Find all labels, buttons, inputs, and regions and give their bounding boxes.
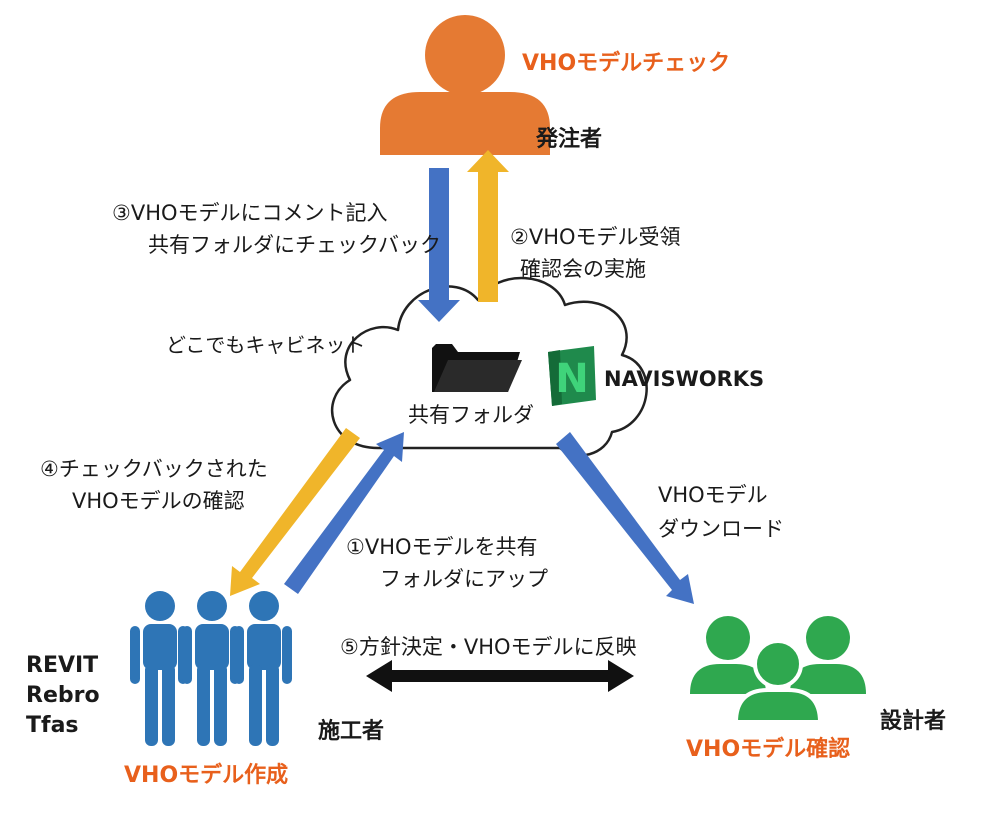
step2-line1: ②VHOモデル受領 — [510, 225, 681, 249]
shared-folder-label: 共有フォルダ — [408, 403, 534, 427]
step1-line1: ①VHOモデルを共有 — [346, 535, 538, 559]
step4-arrow — [230, 428, 360, 596]
navisworks-logo-icon: N — [548, 346, 596, 406]
folder-icon — [432, 344, 522, 392]
svg-text:N: N — [555, 356, 588, 402]
owner-role-label: VHOモデルチェック — [522, 51, 731, 76]
step3-line2: 共有フォルダにチェックバック — [148, 233, 441, 257]
step1-line2: フォルダにアップ — [380, 567, 548, 591]
step3-arrow — [418, 168, 460, 322]
designer-people-icon — [690, 616, 866, 724]
step4-line2: VHOモデルの確認 — [72, 489, 245, 513]
tool-tfas: Tfas — [26, 713, 79, 738]
step3-line1: ③VHOモデルにコメント記入 — [112, 201, 388, 225]
cloud-service-name: どこでもキャビネット — [166, 333, 366, 357]
download-arrow — [556, 432, 694, 604]
step2-arrow — [467, 150, 509, 302]
navisworks-label: NAVISWORKS — [604, 367, 765, 391]
tool-revit: REVIT — [26, 653, 99, 678]
step4-line1: ④チェックバックされた — [40, 457, 268, 481]
download-line2: ダウンロード — [658, 517, 784, 541]
contractor-people-icon — [130, 591, 292, 746]
step2-line2: 確認会の実施 — [520, 257, 646, 281]
step5-double-arrow — [366, 660, 634, 692]
contractor-name: 施工者 — [318, 719, 385, 744]
owner-person-icon — [380, 15, 550, 155]
owner-name: 発注者 — [536, 127, 603, 152]
tool-rebro: Rebro — [26, 683, 100, 708]
download-line1: VHOモデル — [658, 483, 768, 507]
step5-label: ⑤方針決定・VHOモデルに反映 — [340, 635, 637, 659]
designer-role-label: VHOモデル確認 — [686, 737, 851, 762]
step1-arrow — [284, 432, 404, 594]
designer-name: 設計者 — [880, 709, 947, 734]
contractor-role-label: VHOモデル作成 — [124, 763, 289, 788]
